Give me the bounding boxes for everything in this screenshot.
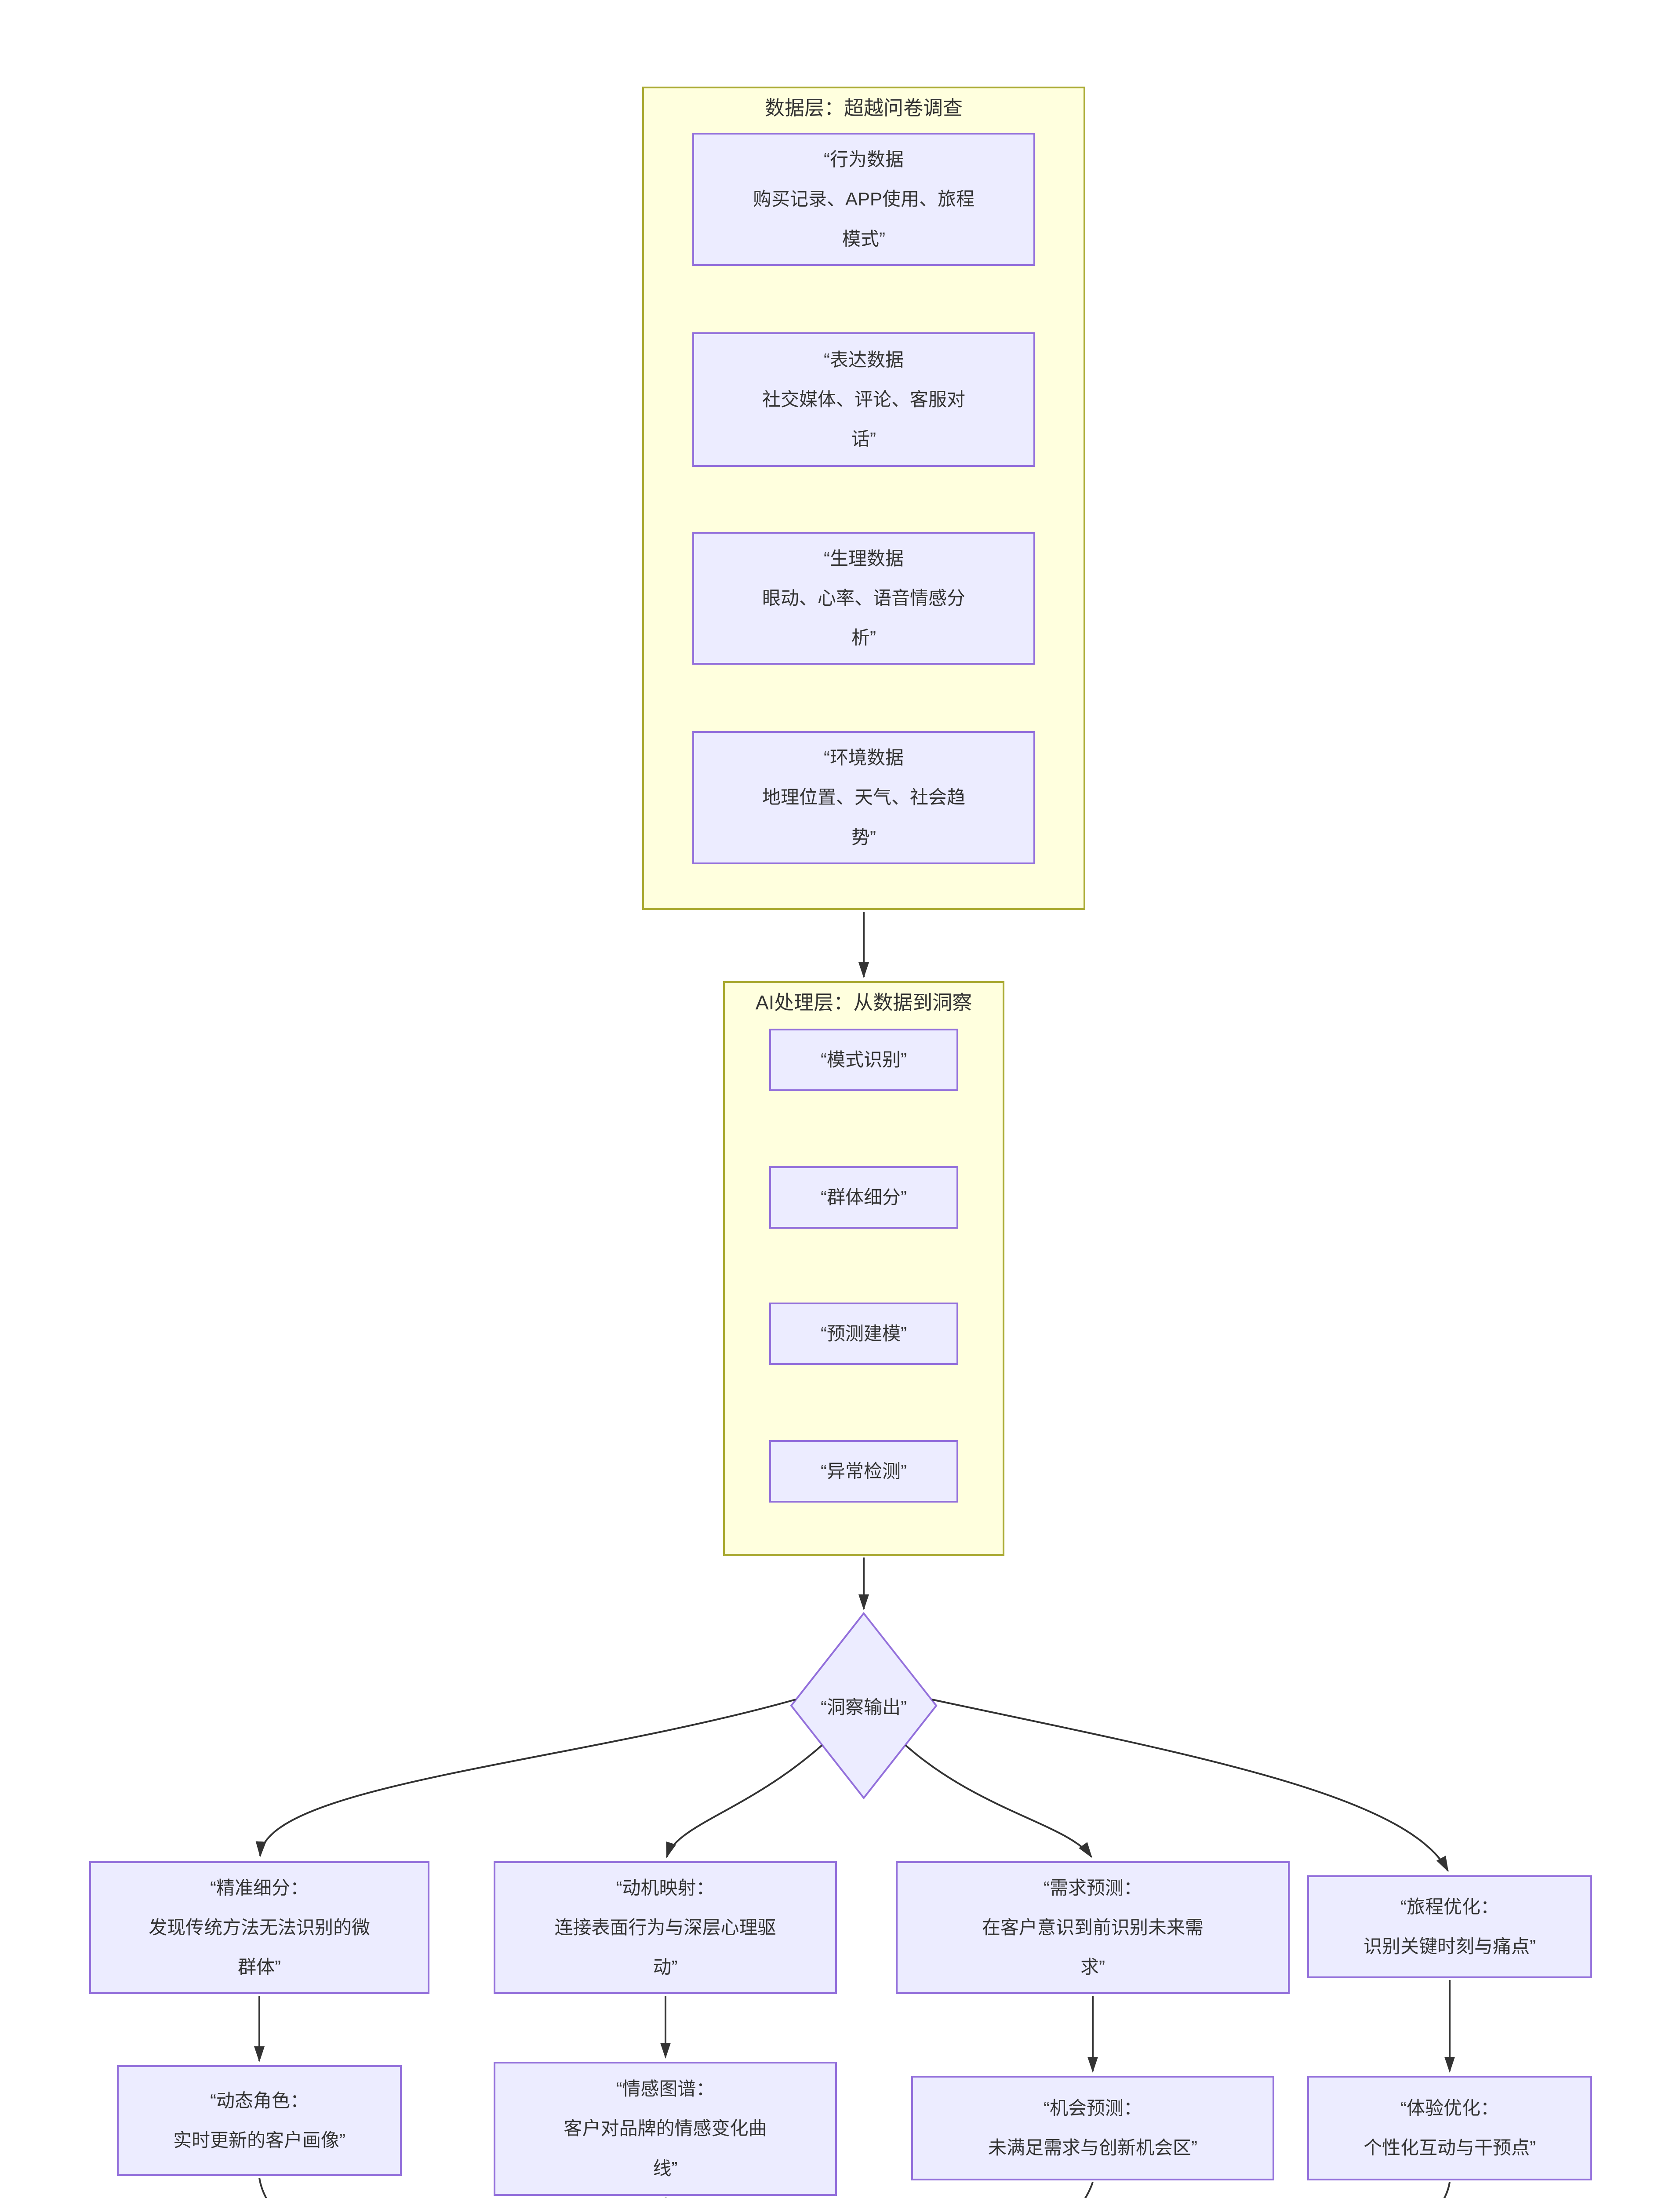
decision-insight-output: “洞察输出”: [821, 1696, 907, 1718]
node-anomaly-detection: “异常检测”: [769, 1440, 958, 1503]
edge-decision-journey: [931, 1699, 1449, 1872]
cluster-ai-layer-title: AI处理层：从数据到洞察: [755, 991, 972, 1014]
node-expression-data: “表达数据 社交媒体、评论、客服对 话”: [692, 332, 1035, 467]
node-cohort-segmentation: “群体细分”: [769, 1166, 958, 1229]
cluster-data-layer-title: 数据层：超越问卷调查: [764, 97, 963, 119]
node-demand-forecast: “需求预测： 在客户意识到前识别未来需 求”: [896, 1861, 1290, 1994]
edge-decision-motivation: [666, 1744, 823, 1858]
node-dynamic-persona: “动态角色： 实时更新的客户画像”: [117, 2065, 402, 2176]
node-opportunity-forecast: “机会预测： 未满足需求与创新机会区”: [911, 2076, 1274, 2180]
node-motivation-mapping: “动机映射： 连接表面行为与深层心理驱 动”: [494, 1861, 837, 1994]
edge-decision-segmentation: [255, 1699, 796, 1857]
node-predictive-modeling: “预测建模”: [769, 1303, 958, 1365]
edge-opportunity-result: [1084, 2182, 1094, 2198]
edge-decision-demand: [905, 1744, 1092, 1858]
edge-experience-result: [1443, 2182, 1451, 2198]
node-environment-data: “环境数据 地理位置、天气、社会趋 势”: [692, 731, 1035, 864]
node-behavior-data: “行为数据 购买记录、APP使用、旅程 模式”: [692, 133, 1035, 266]
node-journey-optimization: “旅程优化： 识别关键时刻与痛点”: [1307, 1875, 1592, 1978]
node-emotion-map: “情感图谱： 客户对品牌的情感变化曲 线”: [494, 2062, 837, 2196]
node-experience-optimization: “体验优化： 个性化互动与干预点”: [1307, 2076, 1592, 2180]
node-physiological-data: “生理数据 眼动、心率、语音情感分 析”: [692, 532, 1035, 665]
node-pattern-recognition: “模式识别”: [769, 1029, 958, 1091]
node-precise-segmentation: “精准细分： 发现传统方法无法识别的微 群体”: [89, 1861, 429, 1994]
decision-diamond-shape: [790, 1612, 938, 1800]
